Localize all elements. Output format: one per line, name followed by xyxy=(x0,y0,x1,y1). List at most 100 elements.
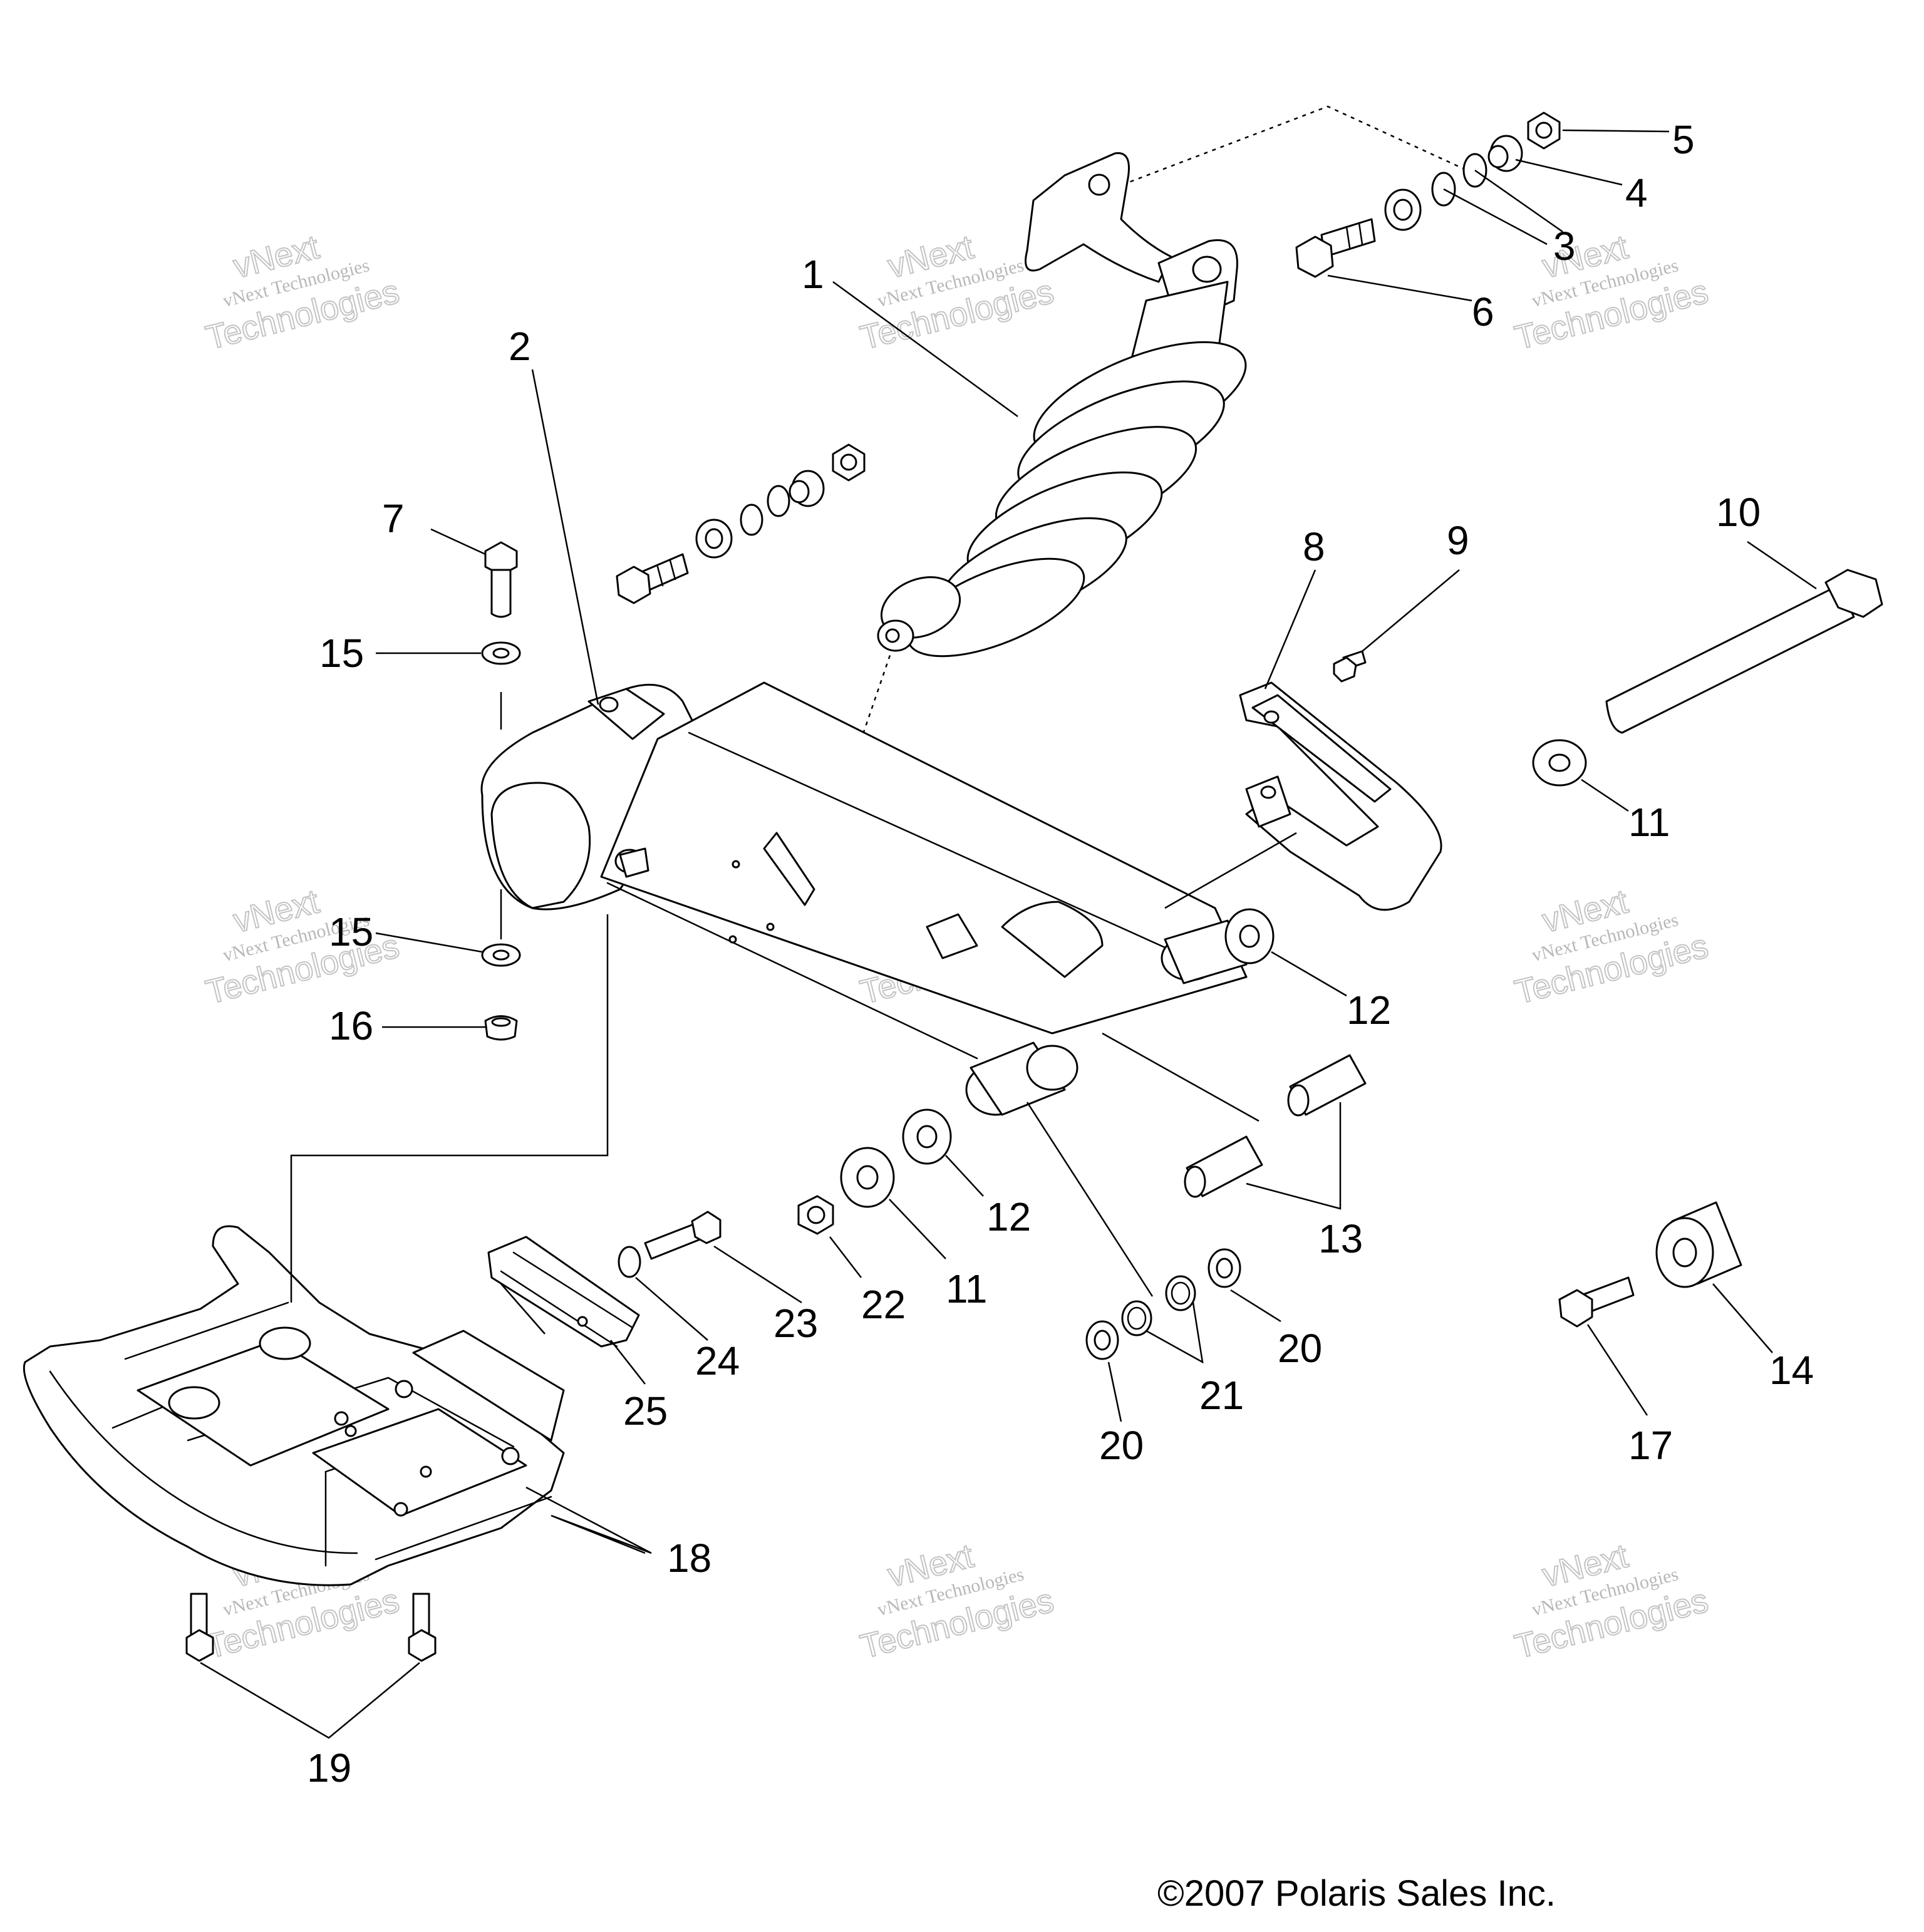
axle-bolt-10 xyxy=(1605,569,1883,734)
watermark-top-left: vNext vNext Technologies Technologies xyxy=(202,227,403,358)
watermark-top-center: vNext vNext Technologies Technologies xyxy=(856,227,1058,358)
callout-15-bottom: 15 xyxy=(329,909,373,954)
leader-1 xyxy=(832,281,1018,418)
bearing-21-lower xyxy=(1121,1300,1152,1336)
callout-12-right: 12 xyxy=(1347,988,1391,1033)
callout-16: 16 xyxy=(329,1003,373,1048)
callout-12-lower: 12 xyxy=(986,1194,1031,1239)
callout-numbers: 1 2 3 4 5 6 7 8 9 10 11 11 12 12 13 14 1… xyxy=(307,117,1814,1790)
leader-8 xyxy=(1264,569,1316,690)
washer-24 xyxy=(618,1246,641,1278)
washer-15-top xyxy=(481,641,521,665)
roller-wheel-14 xyxy=(1655,1201,1742,1288)
seal-20-lower xyxy=(1085,1320,1119,1360)
screw-9 xyxy=(1333,650,1367,683)
leader-2 xyxy=(531,369,599,705)
callout-21: 21 xyxy=(1199,1373,1244,1418)
leader-12-lower xyxy=(945,1155,984,1197)
leader-25-to-plate xyxy=(500,1283,546,1335)
chain-guard-8 xyxy=(1239,681,1442,911)
leader-5 xyxy=(1562,129,1670,133)
skid-plate-18 xyxy=(23,1225,565,1586)
callout-17: 17 xyxy=(1628,1423,1673,1468)
leader-11-lower xyxy=(889,1199,946,1259)
nut-5 xyxy=(1527,111,1561,150)
shock-bottom-hardware xyxy=(616,443,866,604)
bolt-17 xyxy=(1558,1276,1635,1328)
leader-20-upper xyxy=(1230,1289,1281,1323)
leader-7 xyxy=(430,528,486,555)
callout-7: 7 xyxy=(382,496,405,541)
leader-19 xyxy=(200,1661,420,1739)
leader-11-right xyxy=(1581,778,1629,812)
copyright-notice: ©2007 Polaris Sales Inc. xyxy=(1157,1873,1556,1914)
watermark-bottom-center: vNext vNext Technologies Technologies xyxy=(856,1536,1058,1666)
callout-4: 4 xyxy=(1625,170,1648,215)
callout-2: 2 xyxy=(509,324,531,369)
callout-14: 14 xyxy=(1769,1348,1814,1393)
watermark-mid-right: vNext vNext Technologies Technologies xyxy=(1511,882,1712,1012)
watermark-bottom-right: vNext vNext Technologies Technologies xyxy=(1511,1536,1712,1666)
washer-11-lower xyxy=(840,1147,895,1208)
leader-22 xyxy=(829,1236,862,1278)
bolt-19-left xyxy=(185,1593,214,1662)
leader-9 xyxy=(1362,569,1460,652)
bushing-4 xyxy=(1487,135,1523,172)
bolt-7 xyxy=(484,541,518,618)
leader-15-bottom xyxy=(375,932,483,953)
lower-shock-washer-b xyxy=(767,485,790,517)
spacer-13-b xyxy=(1287,1054,1367,1117)
leader-6 xyxy=(1327,274,1472,302)
callout-11-right: 11 xyxy=(1628,800,1670,845)
leader-25 xyxy=(610,1340,646,1385)
leader-swingarm-to-plate xyxy=(290,914,609,1303)
spacer-13-a xyxy=(1184,1135,1263,1198)
lower-shock-washer-a xyxy=(740,504,763,536)
leader-14 xyxy=(1712,1283,1773,1353)
callout-8: 8 xyxy=(1303,524,1325,569)
bolt-6 xyxy=(1295,218,1376,278)
lower-shock-nut xyxy=(832,443,866,482)
bolt-19-right xyxy=(408,1593,437,1662)
leader-3a xyxy=(1474,169,1563,233)
washer-12-lower xyxy=(902,1108,952,1165)
callout-15-top: 15 xyxy=(319,631,364,676)
leader-8-b xyxy=(1164,832,1297,909)
spacer-3a xyxy=(1384,189,1422,231)
lower-shock-bolt xyxy=(616,553,689,604)
swing-arm xyxy=(480,681,1248,1116)
leader-10 xyxy=(1747,540,1817,590)
shock-ghost-top xyxy=(1025,152,1172,283)
callout-10: 10 xyxy=(1716,490,1761,535)
leader-18 xyxy=(525,1486,652,1554)
lower-shock-spacer xyxy=(695,519,733,559)
nut-16 xyxy=(484,1015,518,1041)
washer-11-right xyxy=(1532,739,1587,787)
leader-21-to-arm xyxy=(1026,1102,1154,1297)
callout-11-lower: 11 xyxy=(946,1266,987,1311)
callout-1: 1 xyxy=(802,252,824,297)
leader-3b xyxy=(1443,188,1548,245)
callout-3: 3 xyxy=(1553,224,1576,269)
leader-4 xyxy=(1515,158,1623,186)
lower-shock-bushing xyxy=(789,470,825,507)
assembly-line-shock-top xyxy=(1064,105,1479,208)
washer-15-bottom xyxy=(481,943,521,967)
callout-20-upper: 20 xyxy=(1278,1326,1322,1371)
seal-20-upper xyxy=(1208,1248,1241,1288)
callout-13: 13 xyxy=(1318,1216,1363,1261)
bracket-25 xyxy=(487,1236,640,1348)
leader-13 xyxy=(1246,1102,1342,1210)
callout-6: 6 xyxy=(1472,289,1494,334)
bolt-23 xyxy=(644,1211,722,1260)
leader-12-right xyxy=(1271,951,1347,997)
callout-22: 22 xyxy=(861,1282,906,1327)
callout-25: 25 xyxy=(623,1388,668,1434)
leader-21 xyxy=(1146,1302,1204,1364)
leader-lines xyxy=(200,129,1817,1739)
callout-18: 18 xyxy=(667,1536,711,1581)
leader-17 xyxy=(1586,1324,1648,1416)
callout-9: 9 xyxy=(1447,518,1469,563)
washer-12-right xyxy=(1224,908,1275,964)
